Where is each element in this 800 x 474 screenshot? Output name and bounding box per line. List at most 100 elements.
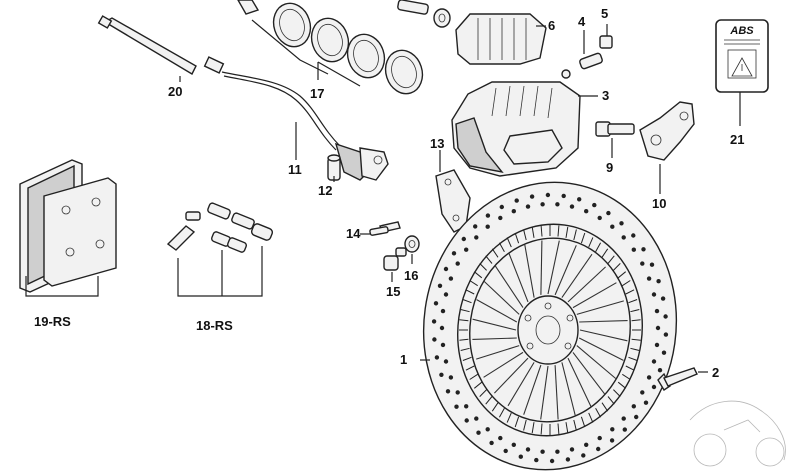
drill-hole bbox=[485, 213, 491, 218]
sensor-tooth bbox=[617, 381, 627, 389]
drill-hole bbox=[529, 194, 535, 199]
sensor-tooth bbox=[506, 412, 512, 423]
sensor-tooth bbox=[460, 309, 470, 313]
drill-hole bbox=[663, 314, 668, 319]
sensor-tooth bbox=[523, 419, 527, 431]
sensor-tooth bbox=[573, 419, 577, 431]
abs-sticker-text: ABS bbox=[729, 25, 754, 37]
sensor-tooth bbox=[459, 319, 469, 322]
sensor-tooth bbox=[523, 229, 527, 241]
drill-hole bbox=[461, 236, 466, 242]
drill-hole bbox=[443, 266, 449, 272]
disc-spoke bbox=[567, 357, 592, 407]
drill-hole bbox=[431, 319, 437, 324]
drill-hole bbox=[657, 368, 663, 373]
drill-hole bbox=[485, 427, 490, 432]
drill-hole bbox=[525, 447, 531, 452]
sensor-tooth bbox=[622, 280, 631, 287]
callout-3: 3 bbox=[602, 88, 609, 103]
drill-hole bbox=[651, 384, 657, 390]
sensor-tooth bbox=[613, 263, 621, 271]
drill-hole bbox=[514, 198, 519, 203]
part-screw-15 bbox=[383, 247, 407, 271]
sensor-tooth bbox=[588, 237, 594, 248]
sensor-tooth bbox=[607, 255, 615, 264]
callout-10: 10 bbox=[652, 196, 666, 211]
sensor-tooth bbox=[557, 225, 560, 237]
disc-sensor-ring bbox=[459, 225, 641, 435]
callout-6: 6 bbox=[548, 18, 555, 33]
disc-spoke bbox=[507, 362, 535, 407]
drill-hole bbox=[656, 279, 661, 284]
drill-hole bbox=[464, 247, 469, 252]
drill-hole bbox=[581, 453, 586, 458]
disc-spoke bbox=[561, 253, 593, 298]
drill-hole bbox=[592, 202, 597, 208]
drill-hole bbox=[518, 454, 523, 459]
drill-hole bbox=[651, 359, 657, 364]
sensor-tooth bbox=[601, 402, 609, 412]
part-top-bolt bbox=[397, 0, 451, 28]
disc-spoke bbox=[576, 345, 617, 379]
drill-hole bbox=[660, 296, 666, 301]
drill-hole bbox=[451, 251, 457, 256]
disc-spoke bbox=[508, 253, 529, 303]
drill-hole bbox=[621, 235, 626, 240]
callout-17: 17 bbox=[310, 86, 324, 101]
drill-hole bbox=[433, 301, 439, 306]
drill-hole bbox=[631, 404, 636, 409]
drill-hole bbox=[443, 292, 449, 297]
callout-21: 21 bbox=[730, 132, 744, 147]
sensor-tooth bbox=[465, 289, 475, 295]
drill-hole bbox=[631, 233, 636, 238]
drill-hole bbox=[640, 390, 645, 395]
sensor-tooth bbox=[628, 356, 638, 361]
drill-hole bbox=[474, 416, 479, 421]
abs-sticker: ABS bbox=[715, 19, 769, 93]
drill-hole bbox=[609, 438, 615, 443]
sensor-tooth bbox=[462, 299, 472, 304]
drill-hole bbox=[597, 215, 602, 221]
drill-hole bbox=[555, 449, 560, 454]
sensor-tooth bbox=[469, 280, 478, 287]
drill-hole bbox=[454, 404, 459, 409]
disc-spoke bbox=[576, 300, 624, 315]
sensor-tooth bbox=[498, 242, 505, 253]
drill-hole bbox=[474, 235, 479, 240]
callout-15: 15 bbox=[386, 284, 400, 299]
drill-hole bbox=[631, 247, 636, 252]
sensor-tooth bbox=[628, 299, 638, 304]
drill-hole bbox=[432, 337, 437, 342]
disc-spoke bbox=[483, 281, 520, 315]
disc-spoke bbox=[472, 318, 517, 331]
drill-hole bbox=[464, 418, 469, 423]
disc-spoke bbox=[494, 265, 524, 308]
drill-hole bbox=[596, 446, 601, 452]
callout-11: 11 bbox=[288, 162, 302, 177]
drill-hole bbox=[640, 261, 645, 266]
sensor-tooth bbox=[601, 248, 609, 258]
sensor-tooth bbox=[565, 422, 569, 434]
drill-hole bbox=[655, 325, 661, 331]
sensor-tooth bbox=[531, 226, 535, 238]
drill-hole bbox=[654, 308, 660, 314]
drill-hole bbox=[641, 247, 646, 252]
sensor-tooth bbox=[469, 373, 478, 380]
disc-spoke bbox=[494, 357, 529, 394]
drill-hole bbox=[646, 375, 652, 380]
disc-spoke bbox=[579, 329, 628, 342]
part-wear-sensor bbox=[203, 56, 389, 181]
drill-hole bbox=[511, 442, 516, 447]
disc-spoke bbox=[476, 299, 518, 323]
drill-hole bbox=[621, 416, 626, 421]
part-pins-clips bbox=[166, 202, 274, 253]
part-screw-14 bbox=[369, 221, 401, 236]
sensor-tooth bbox=[540, 423, 543, 435]
disc-spoke bbox=[572, 352, 606, 395]
drill-hole bbox=[651, 292, 657, 297]
drill-hole bbox=[540, 202, 545, 207]
sensor-tooth bbox=[617, 271, 627, 279]
drill-hole bbox=[597, 435, 602, 441]
drill-hole bbox=[503, 448, 508, 454]
drill-hole bbox=[549, 458, 555, 464]
